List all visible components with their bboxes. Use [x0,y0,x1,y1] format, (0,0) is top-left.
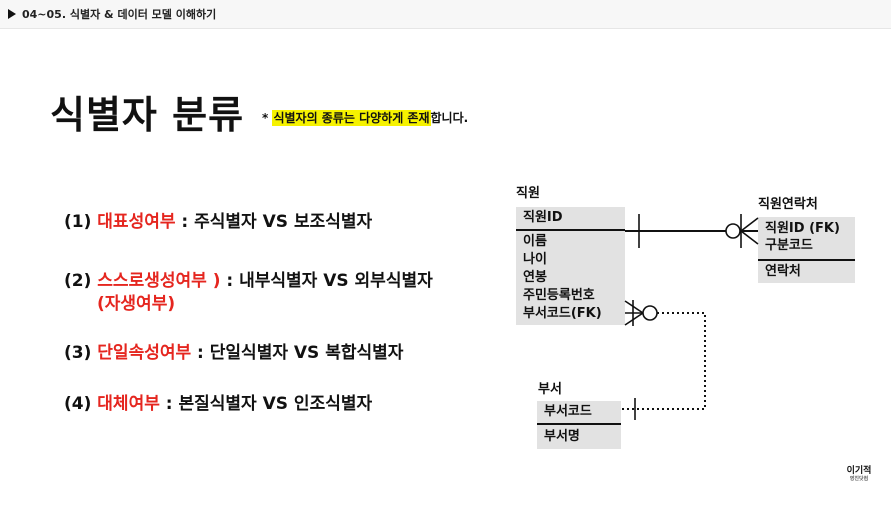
item-desc: 내부식별자 VS 외부식별자 [239,271,433,291]
attr-dept-code-fk: 부서코드(FK) [523,306,602,321]
item-key: 대표성여부 [97,212,176,232]
logo-text: 이기적 [846,466,872,476]
entity-employee-pk: 직원ID [516,207,625,229]
note-suffix: 합니다. [430,111,469,125]
pk-employee-id-fk: 직원ID (FK) [765,221,840,236]
item-number: (3) [64,343,92,363]
slide-title: 식별자 분류 [50,93,245,137]
item-desc: 본질식별자 VS 인조식별자 [178,394,373,414]
attr-age: 나이 [523,252,547,267]
item-sep: : [175,212,195,232]
note-prefix: * [262,111,273,125]
item-number: (1) [64,212,92,232]
entity-contact-attrs: 연락처 [758,261,855,283]
pk-employee-id: 직원ID [523,210,563,225]
attr-salary: 연봉 [523,270,547,285]
entity-contact-divider [758,259,855,261]
non-identifying-relationship-line [621,300,706,420]
entity-dept-pk: 부서코드 [537,401,621,423]
list-item-4: (4) 대체여부 : 본질식별자 VS 인조식별자 [64,389,372,414]
item-sep: : [220,271,240,291]
entity-employee-name: 직원 [516,186,540,201]
list-item-3: (3) 단일속성여부 : 단일식별자 VS 복합식별자 [64,338,403,363]
item-key: 스스로생성여부 ) [97,271,221,291]
attr-resident-number: 주민등록번호 [523,288,595,303]
entity-dept-attrs: 부서명 [537,425,621,449]
entity-contact-pk: 직원ID (FK) 구분코드 [758,217,855,259]
play-icon[interactable] [8,9,16,19]
logo-subtext: 영진닷컴 [849,476,869,482]
publisher-logo: 이기적 영진닷컴 [842,466,876,482]
item-sep: : [191,343,210,363]
attr-name: 이름 [523,234,547,249]
attr-dept-name: 부서명 [544,429,580,444]
pk-type-code: 구분코드 [765,238,813,253]
entity-employee-divider [516,229,625,231]
note-highlight: 식별자의 종류는 다양하게 존재 [272,110,431,126]
entity-employee-attrs: 이름 나이 연봉 주민등록번호 부서코드(FK) [516,231,625,325]
entity-dept-name: 부서 [538,382,562,397]
item-number: (2) [64,271,92,291]
item-key: 대체여부 [97,394,160,414]
item-desc: 단일식별자 VS 복합식별자 [209,343,404,363]
entity-dept-divider [537,423,621,425]
list-item-1: (1) 대표성여부 : 주식별자 VS 보조식별자 [64,207,372,232]
list-item-2-sub: (자생여부) [97,294,176,314]
pk-dept-code: 부서코드 [544,404,592,419]
item-desc: 주식별자 VS 보조식별자 [194,212,373,232]
list-item-2: (2) 스스로생성여부 ) : 내부식별자 VS 외부식별자 [64,266,433,291]
item-sep: : [159,394,179,414]
top-bar: 04~05. 식별자 & 데이터 모델 이해하기 [0,0,891,29]
entity-contact-name: 직원연락처 [758,197,818,212]
breadcrumb: 04~05. 식별자 & 데이터 모델 이해하기 [22,8,217,21]
item-key: 단일속성여부 [97,343,192,363]
identifying-relationship-line [625,214,759,248]
item-number: (4) [64,394,92,414]
attr-contact: 연락처 [765,264,801,279]
title-note: * 식별자의 종류는 다양하게 존재합니다. [262,109,468,126]
